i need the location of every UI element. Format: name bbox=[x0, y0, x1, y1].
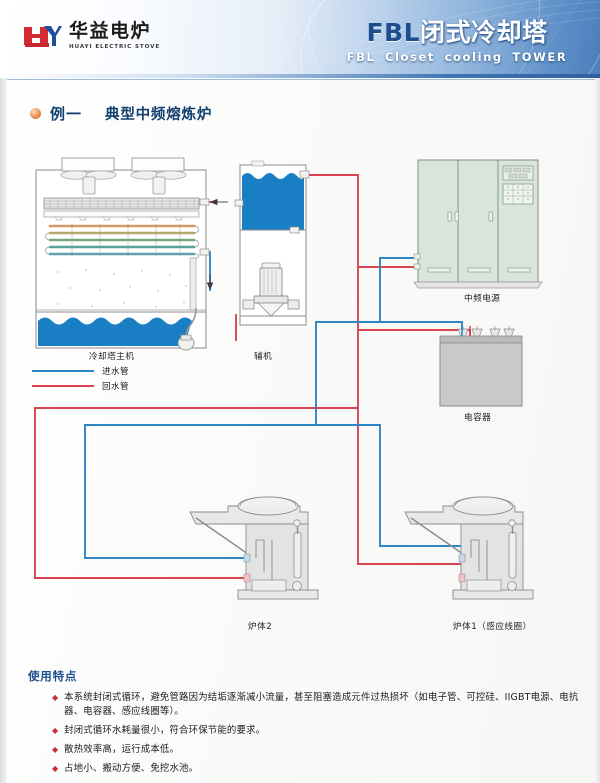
pipe-legend: 进水管 回水管 bbox=[32, 363, 129, 393]
furnace-body-1 bbox=[404, 496, 534, 600]
header-title-block: FBL闭式冷却塔 FBL Closet cooling TOWER bbox=[332, 20, 582, 64]
legend-swatch-supply bbox=[32, 369, 94, 372]
scan-edge-right bbox=[595, 78, 600, 783]
red-diamond-icon: ◆ bbox=[52, 725, 59, 735]
feature-item: ◆ 封闭式循环水耗量很小，符合环保节能的要求。 bbox=[28, 724, 580, 738]
label-furnace-1: 炉体1（感应线圈） bbox=[453, 622, 532, 632]
scan-edge-left bbox=[0, 78, 7, 783]
feature-text: 占地小、搬动方便、免挖水池。 bbox=[64, 762, 199, 774]
section-number: 例一 bbox=[50, 105, 83, 123]
header-divider bbox=[0, 74, 600, 78]
legend-row-return: 回水管 bbox=[32, 378, 129, 393]
legend-label-supply: 进水管 bbox=[102, 366, 129, 377]
features-section: 使用特点 ◆ 本系统封闭式循环，避免管路因为结垢逐渐减小流量，甚至阻塞造成元件过… bbox=[28, 668, 580, 781]
logo-chinese-name: 华益电炉 bbox=[69, 20, 152, 42]
legend-label-return: 回水管 bbox=[102, 381, 129, 392]
legend-row-supply: 进水管 bbox=[32, 363, 129, 378]
feature-item: ◆ 散热效率高，运行成本低。 bbox=[28, 743, 580, 757]
header-fan-lines-icon bbox=[320, 0, 600, 78]
auxiliary-unit bbox=[234, 160, 310, 326]
label-auxiliary: 辅机 bbox=[254, 352, 273, 362]
header-divider-thin bbox=[0, 79, 600, 80]
company-logo: 华益电炉 HUAYI ELECTRIC STOVE bbox=[22, 22, 160, 50]
label-power-supply: 中频电源 bbox=[464, 294, 501, 304]
system-schematic-diagram bbox=[0, 140, 600, 660]
label-capacitor: 电容器 bbox=[464, 413, 492, 423]
feature-text: 封闭式循环水耗量很小，符合环保节能的要求。 bbox=[64, 724, 266, 736]
red-diamond-icon: ◆ bbox=[52, 763, 59, 773]
logo-english-name: HUAYI ELECTRIC STOVE bbox=[69, 44, 161, 50]
label-cooling-tower: 冷却塔主机 bbox=[89, 352, 135, 362]
label-furnace-2: 炉体2 bbox=[248, 622, 273, 632]
header-title-cn-text: 闭式冷却塔 bbox=[420, 18, 548, 47]
page-header: 华益电炉 HUAYI ELECTRIC STOVE FBL闭式冷却塔 FBL C… bbox=[0, 0, 600, 78]
cooling-tower-unit bbox=[35, 157, 207, 351]
red-diamond-icon: ◆ bbox=[52, 693, 59, 702]
header-title-english: FBL Closet cooling TOWER bbox=[346, 50, 568, 64]
feature-item: ◆ 占地小、搬动方便、免挖水池。 bbox=[28, 762, 580, 776]
feature-text: 本系统封闭式循环，避免管路因为结垢逐渐减小流量，甚至阻塞造成元件过热损坏（如电子… bbox=[64, 692, 579, 717]
features-heading: 使用特点 bbox=[28, 669, 78, 683]
orange-bullet-icon bbox=[30, 108, 41, 119]
hy-monogram-icon bbox=[22, 23, 62, 49]
feature-text: 散热效率高，运行成本低。 bbox=[64, 743, 180, 755]
red-diamond-icon: ◆ bbox=[52, 744, 59, 754]
feature-item: ◆ 本系统封闭式循环，避免管路因为结垢逐渐减小流量，甚至阻塞造成元件过热损坏（如… bbox=[28, 691, 580, 718]
section-title: 例一 典型中频熔炼炉 bbox=[30, 103, 212, 124]
header-title-chinese: FBL闭式冷却塔 bbox=[332, 20, 582, 45]
furnace-body-2 bbox=[189, 496, 319, 600]
header-title-latin: FBL bbox=[366, 18, 421, 47]
medium-frequency-power-cabinet bbox=[413, 159, 543, 289]
section-name: 典型中频熔炼炉 bbox=[105, 107, 213, 123]
capacitor-unit bbox=[439, 326, 523, 407]
legend-swatch-return bbox=[32, 384, 94, 387]
